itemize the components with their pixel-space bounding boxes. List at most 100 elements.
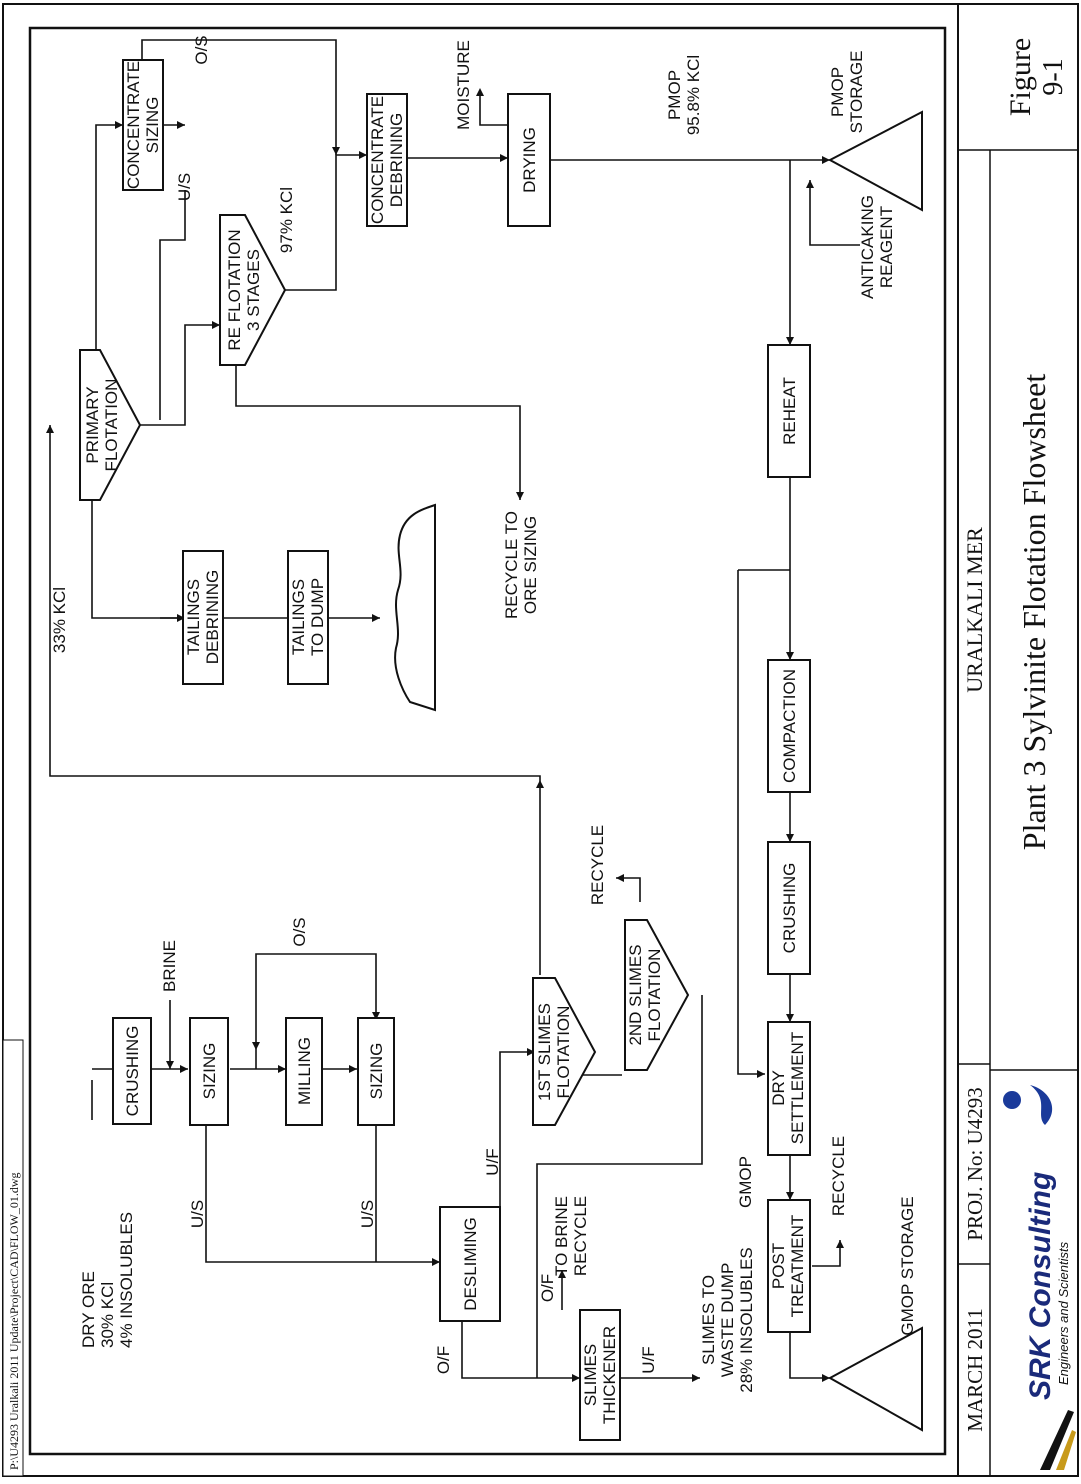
client-name: URALKALI MER: [962, 527, 987, 693]
label-moisture: MOISTURE: [454, 40, 473, 130]
unit-label: DRY: [769, 1070, 788, 1106]
unit-tailings-debrining: TAILINGS DEBRINING: [182, 550, 224, 685]
unit-label: DRYING: [520, 127, 539, 193]
label-anticaking-reagent: ANTICAKING: [858, 195, 877, 299]
unit-label: SIZING: [367, 1043, 386, 1100]
unit-label: MILLING: [295, 1037, 314, 1105]
unit-reflotation: RE FLOTATION 3 STAGES: [219, 214, 287, 366]
label-recycle-to-ore-sizing: ORE SIZING: [521, 516, 540, 614]
label-undersize: U/S: [358, 1200, 377, 1228]
gmop-storage-pile: [827, 1326, 923, 1432]
unit-1st-slimes-flotation: 1ST SLIMES FLOTATION: [532, 977, 597, 1126]
label-slimes-dump: 28% INSOLUBLES: [737, 1247, 756, 1393]
unit-sizing-2: SIZING: [357, 1017, 395, 1126]
unit-concentrate-debrining: CONCENTRATE DEBRINING: [366, 93, 408, 227]
label-recycle-to-ore-sizing: RECYCLE TO: [502, 511, 521, 619]
unit-label: RE FLOTATION: [225, 229, 244, 350]
unit-reheat: REHEAT: [767, 344, 811, 478]
unit-dry-settlement: DRY SETTLEMENT: [767, 1021, 811, 1156]
label-oversize: O/S: [290, 917, 309, 946]
file-path-box: [2, 1039, 24, 1477]
unit-label: REHEAT: [780, 377, 799, 445]
unit-label: CONCENTRATE: [124, 61, 143, 189]
tailings-dump-pile: [394, 503, 436, 712]
unit-label: FLOTATION: [554, 1006, 573, 1099]
company-name: SRK Consulting: [1024, 1172, 1057, 1400]
unit-label: SETTLEMENT: [788, 1032, 807, 1144]
label-gmop: GMOP: [736, 1156, 755, 1208]
logo-swoosh-icon: [1030, 1085, 1053, 1125]
label-97-kcl: 97% KCl: [277, 187, 296, 253]
project-number: PROJ. No: U4293: [963, 1087, 987, 1240]
label-underflow: U/F: [483, 1148, 502, 1175]
unit-label: DEBRINING: [387, 113, 406, 207]
drawing-title: Plant 3 Sylvinite Flotation Flowsheet: [1016, 374, 1052, 851]
unit-label: THICKENER: [600, 1326, 619, 1424]
srk-logo: [1003, 1085, 1076, 1470]
label-brine: BRINE: [160, 940, 179, 992]
label-undersize: U/S: [175, 173, 194, 201]
unit-desliming: DESLIMING: [439, 1206, 501, 1322]
unit-tailings-to-dump: TAILINGS TO DUMP: [287, 550, 329, 685]
unit-label: PRIMARY: [83, 386, 102, 463]
unit-label: CONCENTRATE: [368, 96, 387, 224]
feed-line-1: DRY ORE: [79, 1271, 98, 1348]
unit-primary-flotation: PRIMARY FLOTATION: [79, 349, 142, 501]
unit-label: CRUSHING: [780, 863, 799, 954]
flow-arrows: [46, 88, 844, 1382]
label-anticaking-reagent: REAGENT: [877, 206, 896, 288]
unit-label: TAILINGS: [289, 579, 308, 655]
unit-label: SIZING: [143, 97, 162, 154]
figure-label: Figure: [1004, 38, 1037, 116]
label-gmop-storage: GMOP STORAGE: [898, 1196, 917, 1335]
label-overflow: O/F: [434, 1346, 453, 1374]
drawing-date: MARCH 2011: [963, 1308, 987, 1432]
unit-post-treatment: POST TREATMENT: [767, 1199, 811, 1333]
label-slimes-dump: SLIMES TO: [699, 1275, 718, 1365]
label-oversize: O/S: [192, 35, 211, 64]
unit-label: TREATMENT: [788, 1215, 807, 1318]
logo-bar-dark: [1040, 1410, 1074, 1470]
feed-line-2: 30% KCl: [98, 1282, 117, 1348]
unit-concentrate-sizing: CONCENTRATE SIZING: [122, 59, 164, 191]
label-recycle: RECYCLE: [829, 1136, 848, 1216]
label-undersize: U/S: [188, 1200, 207, 1228]
logo-crown-icon: [1003, 1091, 1021, 1109]
company-subtitle: Engineers and Scientists: [1056, 1241, 1071, 1385]
unit-label: 1ST SLIMES: [535, 1003, 554, 1101]
unit-sizing-1: SIZING: [189, 1017, 229, 1126]
drawing-frame: [28, 26, 947, 1456]
unit-crushing-1: CRUSHING: [112, 1017, 152, 1125]
unit-label: DEBRINING: [203, 570, 222, 664]
label-overflow: O/F: [538, 1274, 557, 1302]
unit-label: 3 STAGES: [244, 249, 263, 331]
label-pmop-storage: PMOP: [828, 67, 847, 117]
unit-slimes-thickener: SLIMES THICKENER: [579, 1309, 621, 1441]
file-path: P:\U4293 Uralkali 2011 Update\Project\CA…: [7, 1172, 21, 1470]
unit-label: SIZING: [200, 1043, 219, 1100]
label-to-brine-recycle: TO BRINE: [552, 1196, 571, 1276]
unit-compaction: COMPACTION: [767, 659, 811, 793]
label-pmop-grade: PMOP: [665, 70, 684, 120]
unit-label: 2ND SLIMES: [626, 944, 645, 1045]
unit-milling: MILLING: [285, 1017, 323, 1126]
label-slimes-dump: WASTE DUMP: [718, 1263, 737, 1378]
unit-label: POST: [769, 1243, 788, 1289]
unit-crushing-2: CRUSHING: [767, 841, 811, 975]
pmop-storage-pile: [827, 110, 923, 212]
label-to-brine-recycle: RECYCLE: [571, 1196, 590, 1276]
figure-number: 9-1: [1038, 58, 1069, 95]
unit-label: TO DUMP: [308, 578, 327, 656]
outer-border: [2, 3, 1079, 1477]
flow-lines: [49, 39, 860, 1379]
label-pmop-grade: 95.8% KCl: [684, 55, 703, 135]
unit-label: TAILINGS: [184, 579, 203, 655]
logo-bar-gold: [1056, 1430, 1076, 1470]
unit-2nd-slimes-flotation: 2ND SLIMES FLOTATION: [624, 919, 690, 1071]
unit-drying: DRYING: [507, 93, 551, 227]
feed-line-3: 4% INSOLUBLES: [117, 1212, 136, 1348]
unit-label: FLOTATION: [645, 949, 664, 1042]
unit-label: SLIMES: [581, 1344, 600, 1406]
